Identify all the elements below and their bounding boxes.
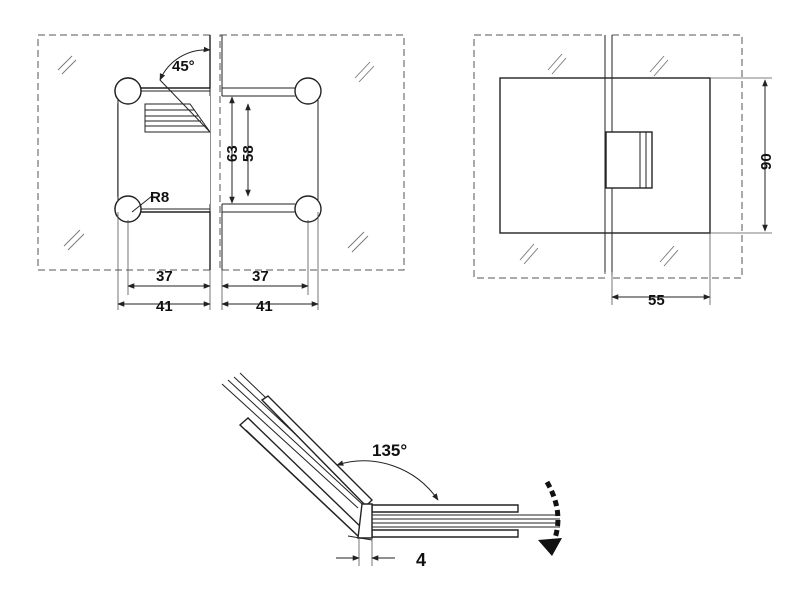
- left-37-label: 37: [156, 268, 173, 285]
- left-41-label: 41: [156, 298, 173, 315]
- right-top-screw-hole: [294, 77, 322, 105]
- height-58-label: 58: [240, 145, 257, 162]
- right-41-label: 41: [256, 298, 273, 315]
- height-90-label: 90: [758, 153, 775, 170]
- bevel-hatching: [144, 79, 211, 133]
- angle-45-arc: [159, 46, 211, 81]
- height-63-label: 63: [224, 145, 241, 162]
- radius-leader: [131, 195, 153, 213]
- depth-55-label: 55: [648, 292, 665, 309]
- side-hinge-knuckle: [605, 131, 653, 189]
- hinge-corner: [357, 503, 373, 539]
- right-glass-panel: [219, 34, 405, 271]
- top-view: 135° 4: [221, 372, 562, 570]
- swing-direction-arrow: [538, 480, 562, 556]
- gap-4-label: 4: [416, 550, 426, 570]
- angled-glass-panel: [221, 372, 373, 537]
- radius-label: R8: [150, 189, 169, 206]
- glass-hatch-marks: [57, 55, 375, 253]
- angle-135-label: 135°: [372, 441, 407, 460]
- angle-45-label: 45°: [172, 58, 195, 75]
- angle-135-arc: [336, 460, 439, 501]
- side-glass-hatch-marks: [519, 53, 679, 267]
- right-bottom-screw-hole: [294, 195, 322, 223]
- front-view: 45° R8 63 58 37 41 37 41: [37, 34, 405, 315]
- side-view: 90 55: [473, 34, 775, 309]
- straight-glass-panel: [371, 504, 560, 538]
- right-37-label: 37: [252, 268, 269, 285]
